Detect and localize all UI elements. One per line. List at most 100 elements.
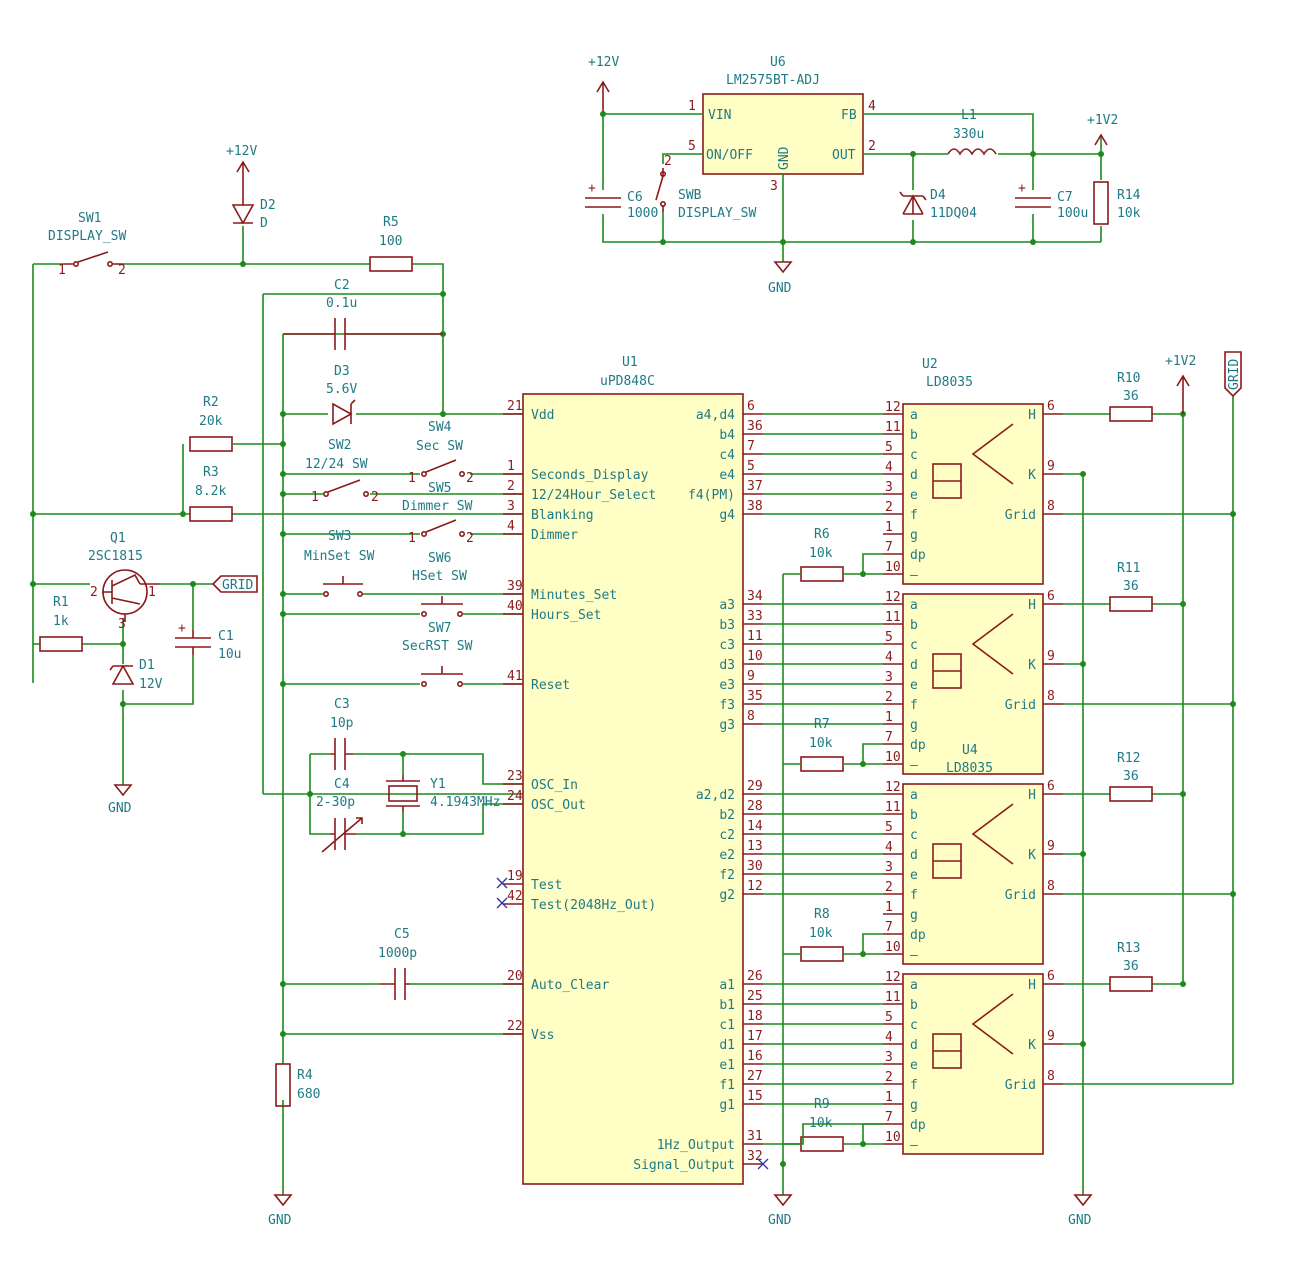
u1-pin-num-26: 26	[747, 969, 763, 984]
u1-pin-name-5: e4	[719, 468, 735, 483]
display-1-label-0: H	[1028, 408, 1036, 423]
display-2-pin-6: 6	[1047, 589, 1055, 604]
svg-text:2: 2	[90, 585, 98, 600]
display-3-seg-3: d	[910, 848, 918, 863]
display-1-pin-1: 1	[885, 520, 893, 535]
c7-value: 100u	[1057, 206, 1088, 221]
display-3-label-2: Grid	[1005, 888, 1036, 903]
u1-pin-name-20: Auto_Clear	[531, 978, 609, 993]
u1-pin-num-20: 20	[507, 969, 523, 984]
display-3-seg-4: e	[910, 868, 918, 883]
display-3-pin-4: 4	[885, 840, 893, 855]
display-4-pin-11: 11	[885, 990, 901, 1005]
display-3-pin-1: 1	[885, 900, 893, 915]
u1-pin-name-19: Test	[531, 878, 562, 893]
u1-pin-name-18: c1	[719, 1018, 735, 1033]
c3-capacitor	[330, 738, 353, 770]
d1-ref: D1	[139, 658, 155, 673]
display-section: 12a11b5c4d3e2f1g7dp10–6H9K8GridR1036R610…	[757, 357, 1236, 1195]
sw2-value: 12/24 SW	[305, 457, 368, 472]
r14-value: 10k	[1117, 206, 1141, 221]
display-1-segment-wires	[763, 413, 883, 515]
u1-pin-num-3: 3	[507, 499, 515, 514]
u1-pin-num-17: 17	[747, 1029, 763, 1044]
svg-text:1: 1	[58, 263, 66, 278]
svg-text:2: 2	[466, 471, 474, 486]
u1-pin-num-16: 16	[747, 1049, 763, 1064]
r12-resistor	[1109, 786, 1153, 802]
d4-value: 11DQ04	[930, 206, 977, 221]
r2-resistor	[189, 436, 233, 452]
display-2-seg-0: a	[910, 598, 918, 613]
power-12v-b-arrow	[236, 160, 250, 205]
u1-pin-num-9: 9	[747, 669, 755, 684]
sw3-switch	[323, 576, 363, 585]
display-2-seg-8: –	[910, 758, 918, 773]
u1-pin-name-10: d3	[719, 658, 735, 673]
c6-capacitor	[585, 197, 621, 208]
c6-value: 1000	[627, 206, 658, 221]
u1-pin-name-32: Signal_Output	[633, 1158, 735, 1173]
c5-ref: C5	[394, 927, 410, 942]
u1-pin-name-35: f3	[719, 698, 735, 713]
u1-ref: U1	[622, 355, 638, 370]
display-3-pin-2: 2	[885, 880, 893, 895]
d1-zener	[109, 664, 135, 685]
sw1-value: DISPLAY_SW	[48, 229, 126, 244]
power-1v2-b-arrow	[1176, 374, 1190, 414]
u1-pin-num-38: 38	[747, 499, 763, 514]
d2-value: D	[260, 216, 268, 231]
svg-text:2: 2	[466, 531, 474, 546]
u1-pin-num-36: 36	[747, 419, 763, 434]
q1-ref: Q1	[110, 531, 126, 546]
u1-pin-num-39: 39	[507, 579, 523, 594]
display-2-pin-8: 8	[1047, 689, 1055, 704]
u1-pin-name-12: g2	[719, 888, 735, 903]
sw5-ref: SW5	[428, 481, 451, 496]
svg-text:1: 1	[688, 99, 696, 114]
u1-pin-name-8: g3	[719, 718, 735, 733]
display-3-pin-9: 9	[1047, 839, 1055, 854]
display-1-seg-5: f	[910, 508, 918, 523]
u1-pin-name-31: 1Hz_Output	[657, 1138, 735, 1153]
u6-value: LM2575BT-ADJ	[726, 73, 820, 88]
sw4-value: Sec SW	[416, 439, 463, 454]
u2-value: LD8035	[926, 375, 973, 390]
display-1-label-2: Grid	[1005, 508, 1036, 523]
c3-value: 10p	[330, 716, 354, 731]
sw6-value: HSet SW	[412, 569, 467, 584]
display-3-pin-12: 12	[885, 780, 901, 795]
u1-pin-num-37: 37	[747, 479, 763, 494]
swb-value: DISPLAY_SW	[678, 206, 756, 221]
display-2-seg-1: b	[910, 618, 918, 633]
u1-pin-num-7: 7	[747, 439, 755, 454]
r8-value: 10k	[809, 926, 833, 941]
display-1-body	[902, 403, 1044, 585]
d3-zener	[332, 399, 356, 426]
c7-capacitor	[1015, 197, 1051, 208]
c2-capacitor	[283, 318, 443, 350]
display-2-pin-3: 3	[885, 670, 893, 685]
svg-text:2: 2	[868, 139, 876, 154]
u1-chip: U1 uPD848C 21Vdd1Seconds_Display212/24Ho…	[503, 355, 763, 1185]
u1-left-pins: 21Vdd1Seconds_Display212/24Hour_Select3B…	[503, 399, 656, 1043]
y1-ref: Y1	[430, 777, 446, 792]
u1-pin-name-2: 12/24Hour_Select	[531, 488, 656, 503]
display-4-pin-10: 10	[885, 1130, 901, 1145]
u6-pin-gnd: GND	[777, 146, 792, 170]
u1-pin-num-14: 14	[747, 819, 763, 834]
u1-pin-num-4: 4	[507, 519, 515, 534]
c2-ref: C2	[334, 278, 350, 293]
d2-ref: D2	[260, 198, 276, 213]
display-2-seg-3: d	[910, 658, 918, 673]
u1-pin-num-15: 15	[747, 1089, 763, 1104]
display-3-pin-8: 8	[1047, 879, 1055, 894]
grid-q1-text: GRID	[222, 578, 253, 593]
r7-ref: R7	[814, 717, 830, 732]
display-3-label-1: K	[1028, 848, 1036, 863]
u1-right-pins: 6a4,d436b47c45e437f4(PM)38g434a333b311c3…	[633, 399, 763, 1173]
u1-pin-name-27: f1	[719, 1078, 735, 1093]
u1-pin-num-1: 1	[507, 459, 515, 474]
u6-pin-onoff: ON/OFF	[706, 148, 753, 163]
